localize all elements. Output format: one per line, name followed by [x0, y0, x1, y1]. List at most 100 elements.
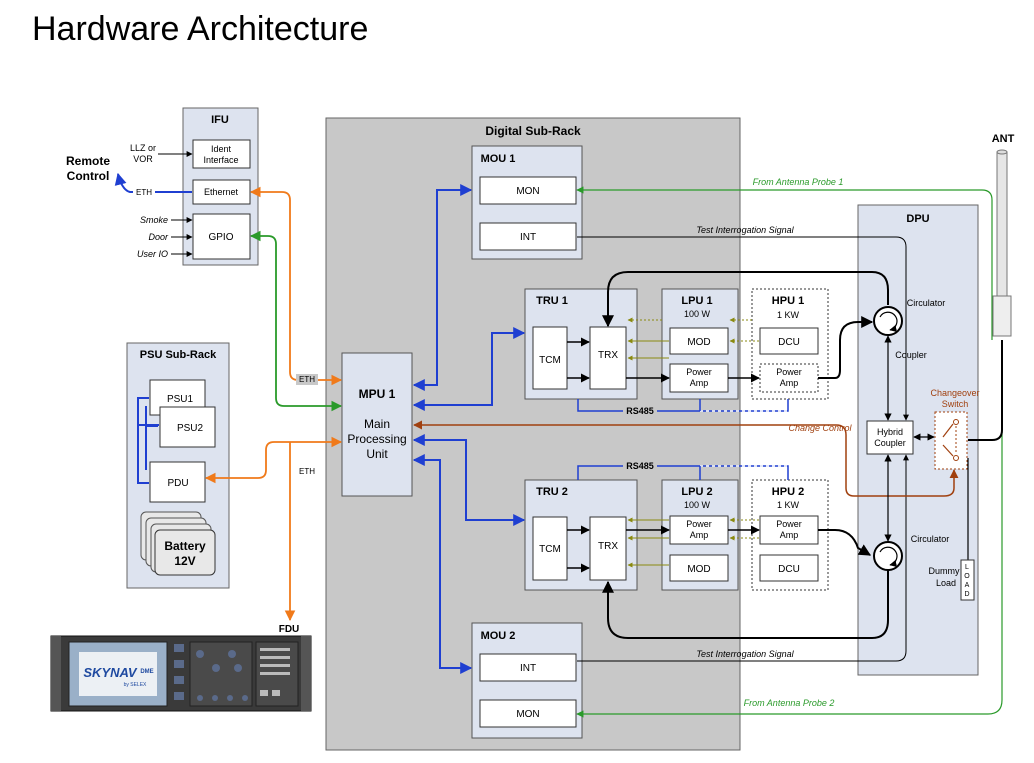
switch-contact-top — [953, 419, 959, 425]
hpu1-power: 1 KW — [777, 310, 800, 320]
switch-blade-bottom — [942, 444, 954, 457]
fdu-label: FDU — [279, 624, 300, 635]
switch-to-ant — [968, 340, 1003, 441]
hpu2-power: 1 KW — [777, 500, 800, 510]
load-letter-o: O — [964, 573, 970, 580]
eth-label-2: ETH — [299, 467, 315, 476]
mou1-int-label: INT — [520, 232, 536, 243]
test-signal-2 — [577, 454, 909, 662]
battery-label-1: Battery — [164, 539, 206, 553]
fdu-rack-ear-right — [301, 636, 311, 711]
door-label: Door — [148, 232, 169, 242]
lpu2-amp-label-2: Amp — [690, 530, 709, 540]
hpu1-amp-label-1: Power — [776, 367, 802, 377]
remote-label-2: Control — [67, 169, 110, 183]
mpu-line-4: Unit — [366, 447, 388, 461]
switch-contact-bottom — [953, 455, 959, 461]
lpu1-mod-label: MOD — [687, 337, 710, 348]
mou2-mon-label: MON — [516, 709, 539, 720]
hpu1-dcu-box — [759, 327, 819, 355]
change-control-label: Change Control — [788, 423, 852, 433]
hpu2-title: HPU 2 — [772, 486, 804, 498]
lpu2-amp-label-1: Power — [686, 519, 712, 529]
remote-label-1: Remote — [66, 154, 110, 168]
circulator-2 — [873, 541, 903, 571]
psu-title: PSU Sub-Rack — [140, 349, 217, 361]
tru2-loop — [602, 568, 889, 639]
mpu-title: MPU 1 — [359, 387, 396, 401]
probe2-label: From Antenna Probe 2 — [744, 698, 835, 708]
changeover-switch-box — [934, 411, 968, 470]
dummy-label-2: Load — [936, 578, 956, 588]
lpu1-amp-label-2: Amp — [690, 378, 709, 388]
hpu1-to-circ1 — [818, 316, 874, 379]
fdu-display-inner — [79, 652, 157, 696]
dummy-label-1: Dummy — [929, 566, 960, 576]
rs485-link-1 — [577, 399, 789, 412]
ident-label: Ident — [211, 144, 232, 154]
pdu-box — [149, 461, 206, 503]
mou1-mon-label: MON — [516, 186, 539, 197]
hpu1-amp-box — [759, 363, 819, 393]
fdu-logo-sub: DME — [140, 669, 153, 675]
circulator-1 — [873, 306, 903, 336]
mou2-int-label: INT — [520, 663, 536, 674]
ifu-title: IFU — [211, 114, 229, 126]
fdu-rack-ear-left — [51, 636, 61, 711]
changeover-label-2: Switch — [942, 399, 969, 409]
lpu2-mod-box — [669, 554, 729, 582]
load-letter-a: A — [965, 582, 970, 589]
dpu-title: DPU — [906, 213, 929, 225]
psu2-label: PSU2 — [177, 423, 204, 434]
hpu1-dcu-label: DCU — [778, 337, 800, 348]
dummy-load-box — [960, 559, 975, 601]
battery-card — [154, 529, 216, 576]
page-title: Hardware Architecture — [32, 10, 369, 48]
fdu-panel-controls — [174, 641, 299, 707]
psu1-label: PSU1 — [167, 394, 194, 405]
hpu2-amp-label-2: Amp — [780, 530, 799, 540]
fdu-logo-small: by SELEX — [124, 682, 147, 688]
tru1-trx-box — [589, 326, 627, 390]
load-letter-l: L — [965, 564, 969, 571]
lpu1-power: 100 W — [684, 309, 711, 319]
eth-label-bg-2 — [296, 466, 318, 477]
battery-label-2: 12V — [174, 554, 195, 568]
mou2-mon-box — [479, 699, 577, 728]
circulator-2-arrow — [879, 546, 898, 568]
lpu1-amp-label-1: Power — [686, 367, 712, 377]
mou1-mon-box — [479, 176, 577, 205]
smoke-label: Smoke — [140, 215, 168, 225]
antenna-top — [996, 149, 1008, 155]
gpio-box — [192, 213, 251, 260]
changeover-label-1: Changeover — [930, 388, 979, 398]
hybrid-coupler-box — [866, 420, 914, 455]
mou1-int-box — [479, 222, 577, 251]
rs485-label-2: RS485 — [626, 461, 654, 471]
tru2-tcm-label: TCM — [539, 544, 561, 555]
tru1-trx-label: TRX — [598, 350, 618, 361]
userio-label: User IO — [137, 249, 168, 259]
circulator-2-label: Circulator — [911, 534, 950, 544]
circulator-1-arrow — [879, 311, 898, 333]
ifu-eth-bg — [133, 186, 155, 197]
lpu1-mod-box — [669, 327, 729, 355]
test-signal-1 — [577, 236, 909, 421]
antenna-probe-box — [992, 295, 1012, 337]
circulator-1-label: Circulator — [907, 298, 946, 308]
tru1-tcm-label: TCM — [539, 355, 561, 366]
hpu2-amp-label-1: Power — [776, 519, 802, 529]
tru2-title: TRU 2 — [536, 486, 568, 498]
probe1-link — [576, 186, 993, 340]
ifu-eth-label: ETH — [136, 188, 152, 197]
remote-eth-link — [114, 172, 192, 193]
fdu-logo: SKYNAV — [83, 665, 138, 680]
gpio-label: GPIO — [208, 232, 233, 243]
rs485-label-bg-1 — [623, 405, 657, 416]
test-signal-2-label: Test Interrogation Signal — [696, 649, 794, 659]
test-signal-1-label: Test Interrogation Signal — [696, 225, 794, 235]
lpu2-amp-box — [669, 515, 729, 545]
ident-interface-box — [192, 139, 251, 169]
lpu1-title: LPU 1 — [681, 295, 712, 307]
llz-label-2: VOR — [133, 154, 153, 164]
